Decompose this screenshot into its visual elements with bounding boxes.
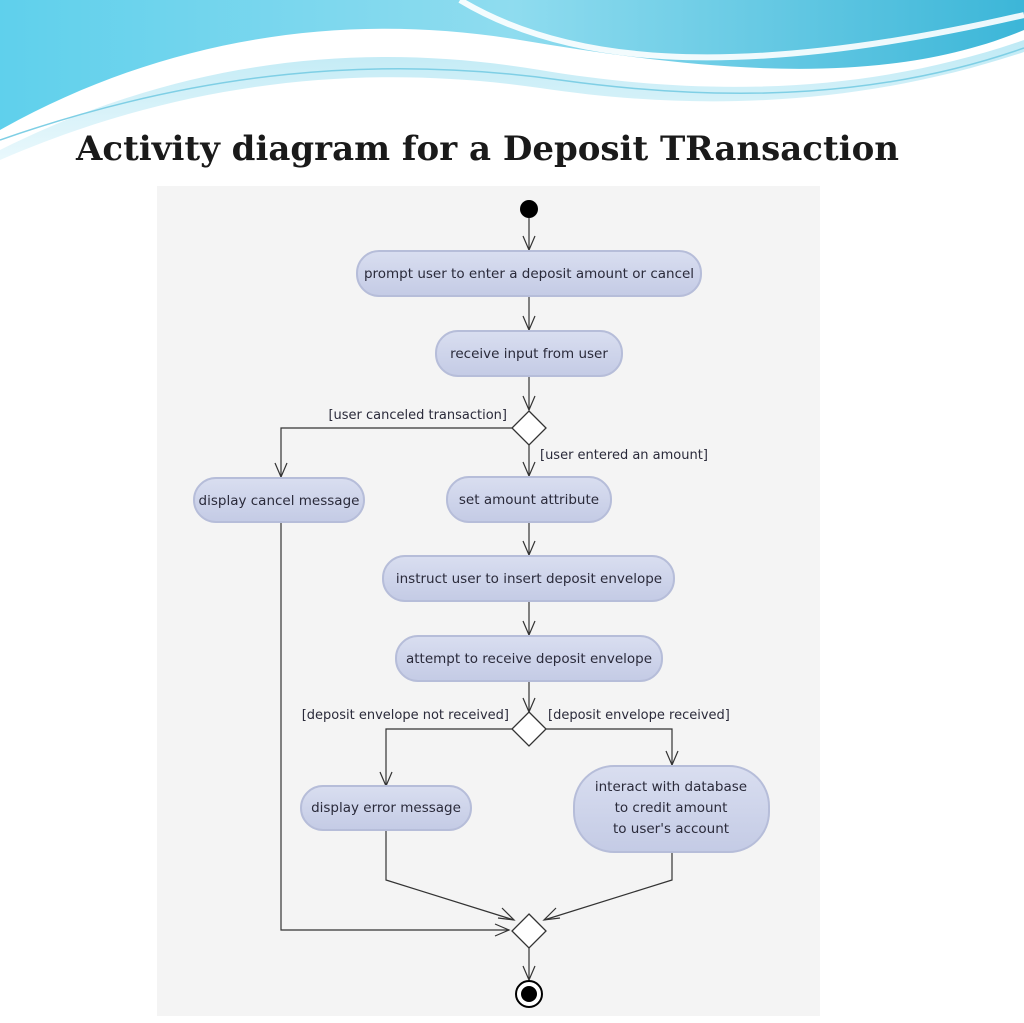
header-wave-decoration	[0, 0, 1024, 160]
action-set-amount-label: set amount attribute	[459, 492, 599, 508]
guard-user-canceled: [user canceled transaction]	[328, 408, 507, 423]
action-display-error: display error message	[300, 785, 472, 831]
action-receive-input: receive input from user	[435, 330, 623, 377]
decision-node-input	[511, 410, 547, 446]
action-display-error-label: display error message	[311, 800, 461, 816]
action-instruct-insert: instruct user to insert deposit envelope	[382, 555, 675, 602]
slide-title: Activity diagram for a Deposit TRansacti…	[76, 129, 899, 169]
action-prompt: prompt user to enter a deposit amount or…	[356, 250, 702, 297]
final-node	[515, 980, 543, 1008]
action-interact-db-line-2: to credit amount	[615, 800, 728, 816]
guard-envelope-not-received: [deposit envelope not received]	[302, 708, 509, 723]
decision-node-envelope	[511, 711, 547, 747]
action-interact-db: interact with database to credit amount …	[573, 765, 770, 853]
action-receive-input-label: receive input from user	[450, 346, 608, 362]
action-display-cancel: display cancel message	[193, 477, 365, 523]
action-attempt-receive: attempt to receive deposit envelope	[395, 635, 663, 682]
action-display-cancel-label: display cancel message	[199, 493, 360, 509]
action-interact-db-line-1: interact with database	[595, 779, 747, 795]
edges	[280, 218, 673, 980]
action-prompt-label: prompt user to enter a deposit amount or…	[364, 266, 694, 282]
guard-user-entered: [user entered an amount]	[540, 448, 708, 463]
initial-node	[520, 200, 538, 218]
action-instruct-insert-label: instruct user to insert deposit envelope	[396, 571, 662, 587]
action-set-amount: set amount attribute	[446, 476, 612, 523]
action-attempt-receive-label: attempt to receive deposit envelope	[406, 651, 652, 667]
guard-envelope-received: [deposit envelope received]	[548, 708, 730, 723]
merge-node	[511, 913, 547, 949]
action-interact-db-line-3: to user's account	[613, 821, 729, 837]
